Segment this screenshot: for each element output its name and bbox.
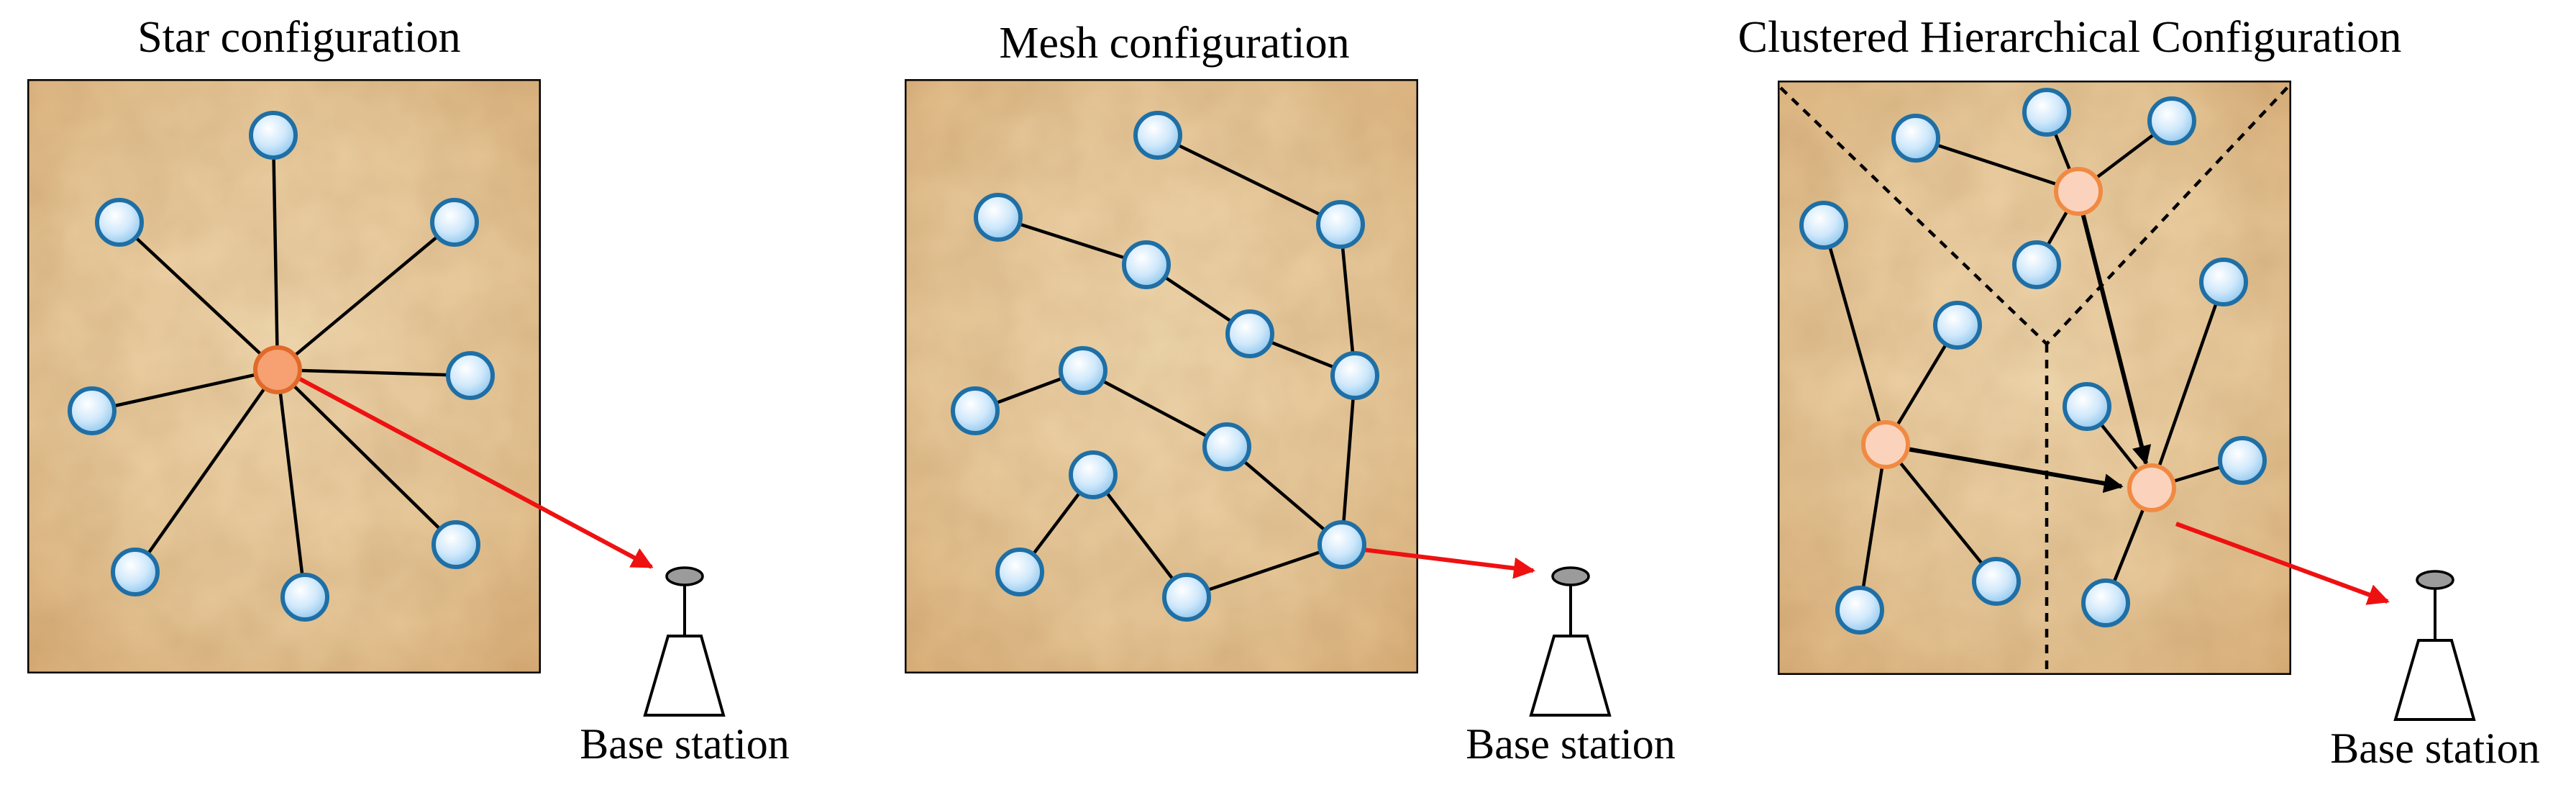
base-station-label: Base station bbox=[1466, 720, 1676, 768]
sensor-node bbox=[1122, 240, 1171, 289]
sensor-node bbox=[1891, 114, 1940, 163]
mesh-panel: Mesh configuration bbox=[903, 19, 1676, 768]
star-panel: Star configuration bbox=[25, 13, 790, 768]
sensor-node bbox=[280, 573, 329, 622]
sensor-node bbox=[1202, 422, 1251, 471]
cluster-head-arrow bbox=[2081, 212, 2152, 466]
cluster-boundaries bbox=[1779, 83, 2291, 675]
sensor-node bbox=[1330, 351, 1379, 400]
sensor-node bbox=[1835, 586, 1884, 635]
mesh-panel-title: Mesh configuration bbox=[999, 19, 1349, 68]
star-link bbox=[134, 368, 279, 573]
mesh-link bbox=[1225, 445, 1343, 546]
sensor-node bbox=[1059, 346, 1107, 395]
sensor-node bbox=[111, 548, 160, 596]
sensor-node bbox=[446, 351, 495, 400]
clustered-uplink-arrow bbox=[2175, 522, 2390, 605]
star-link bbox=[118, 221, 279, 371]
star-hub-node bbox=[253, 345, 302, 394]
cluster-link bbox=[1884, 443, 1998, 583]
sensor-node bbox=[2063, 382, 2111, 431]
sensor-node bbox=[1316, 200, 1365, 249]
base-station-label: Base station bbox=[2330, 725, 2540, 772]
sensor-node bbox=[1069, 450, 1118, 499]
cluster-head-node bbox=[2127, 463, 2176, 512]
star-link bbox=[275, 369, 307, 598]
base-station-label: Base station bbox=[580, 720, 790, 768]
cluster-link bbox=[1822, 224, 1888, 445]
mesh-nodes bbox=[951, 111, 1379, 622]
sensor-node bbox=[2022, 88, 2071, 137]
mesh-link bbox=[1157, 133, 1341, 227]
cluster-link bbox=[1915, 136, 2079, 194]
cluster-head-arrow bbox=[1906, 447, 2124, 494]
clustered-nodes bbox=[1799, 88, 2267, 635]
star-link bbox=[271, 135, 280, 371]
clustered-panel-title: Clustered Hierarchical Configuration bbox=[1738, 13, 2402, 62]
sensor-node bbox=[974, 193, 1023, 242]
star-link bbox=[91, 368, 278, 413]
sensor-node bbox=[68, 386, 117, 435]
sensor-node bbox=[1133, 111, 1182, 160]
clustered-field bbox=[1776, 78, 2293, 677]
mesh-uplink-arrow bbox=[1363, 548, 1535, 579]
sensor-node bbox=[2199, 258, 2248, 307]
star-uplink-arrow bbox=[295, 375, 654, 569]
sensor-node bbox=[1933, 301, 1982, 350]
cluster-link bbox=[1858, 444, 1888, 611]
sensor-node bbox=[95, 198, 144, 247]
star-nodes bbox=[68, 111, 495, 622]
clustered-panel: Clustered Hierarchical Configuration bbox=[1738, 13, 2540, 772]
mesh-link bbox=[997, 215, 1147, 267]
sensor-node bbox=[2147, 96, 2196, 145]
sensor-node bbox=[951, 386, 1000, 435]
base-station-icon bbox=[643, 566, 726, 717]
sensor-node bbox=[431, 520, 480, 569]
mesh-link bbox=[1082, 369, 1228, 448]
mesh-link bbox=[1092, 473, 1188, 599]
star-links bbox=[91, 135, 471, 598]
cluster-head-node bbox=[2054, 167, 2103, 216]
sensor-node bbox=[430, 198, 479, 247]
sensor-node bbox=[995, 548, 1044, 596]
sensor-node bbox=[2218, 436, 2267, 485]
star-link bbox=[276, 221, 456, 371]
sensor-node bbox=[1162, 573, 1211, 622]
cluster-link bbox=[2150, 281, 2226, 489]
sensor-node bbox=[1225, 309, 1274, 358]
sensor-node bbox=[2081, 578, 2130, 627]
cluster-head-arrows bbox=[1906, 212, 2152, 494]
mesh-link bbox=[1186, 542, 1343, 599]
star-link bbox=[276, 368, 457, 546]
mesh-link bbox=[1340, 375, 1357, 545]
sensor-node bbox=[2012, 240, 2061, 289]
base-station-icon bbox=[1529, 566, 1612, 717]
star-link bbox=[277, 368, 471, 378]
cluster-head-node bbox=[1861, 420, 1910, 469]
sensor-node bbox=[1317, 520, 1366, 569]
base-station-icon bbox=[2393, 570, 2476, 721]
mesh-link bbox=[1338, 224, 1357, 376]
star-panel-title: Star configuration bbox=[137, 13, 460, 62]
sensor-node bbox=[249, 111, 298, 160]
sensor-node bbox=[1972, 557, 2021, 606]
sensor-node bbox=[1799, 201, 1848, 250]
